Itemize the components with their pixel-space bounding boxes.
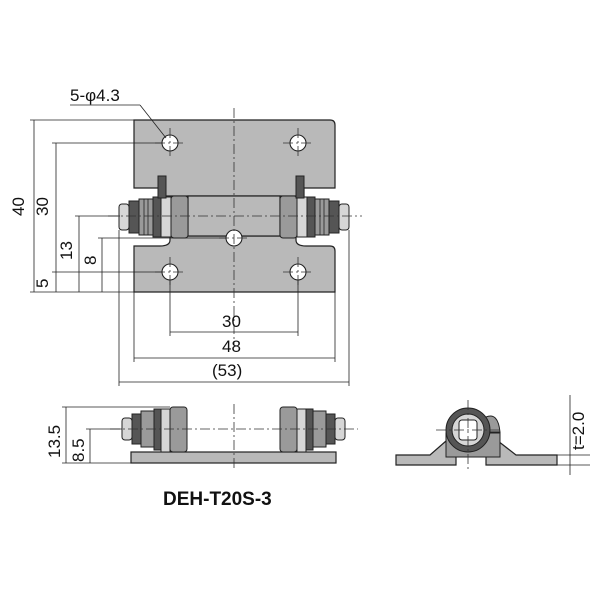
dim-overall-height: 40 xyxy=(9,197,28,216)
end-view: t=2.0 xyxy=(395,395,590,475)
dim-thickness: t=2.0 xyxy=(569,412,588,450)
dim-side-height-axis: 8.5 xyxy=(69,438,88,462)
dim-plate-width: 48 xyxy=(222,337,241,356)
front-base-plate xyxy=(130,451,337,464)
dim-offset-13: 13 xyxy=(57,241,76,260)
plan-view: 5-φ4.3 40 30 13 8 5 30 48 (53) xyxy=(9,86,362,386)
dim-offset-5: 5 xyxy=(33,279,52,288)
right-knuckle xyxy=(279,175,350,239)
dim-hole-pitch-vertical: 30 xyxy=(33,197,52,216)
dim-overall-width: (53) xyxy=(212,361,242,380)
dim-side-height-total: 13.5 xyxy=(45,425,64,458)
front-view: 13.5 8.5 xyxy=(45,404,358,470)
left-knuckle xyxy=(118,175,189,239)
part-number: DEH-T20S-3 xyxy=(163,489,272,510)
dim-hole-pitch-horizontal: 30 xyxy=(222,312,241,331)
hole-callout-label: 5-φ4.3 xyxy=(70,86,120,105)
lower-leaf-plate xyxy=(133,235,336,293)
dim-offset-8: 8 xyxy=(81,256,100,265)
